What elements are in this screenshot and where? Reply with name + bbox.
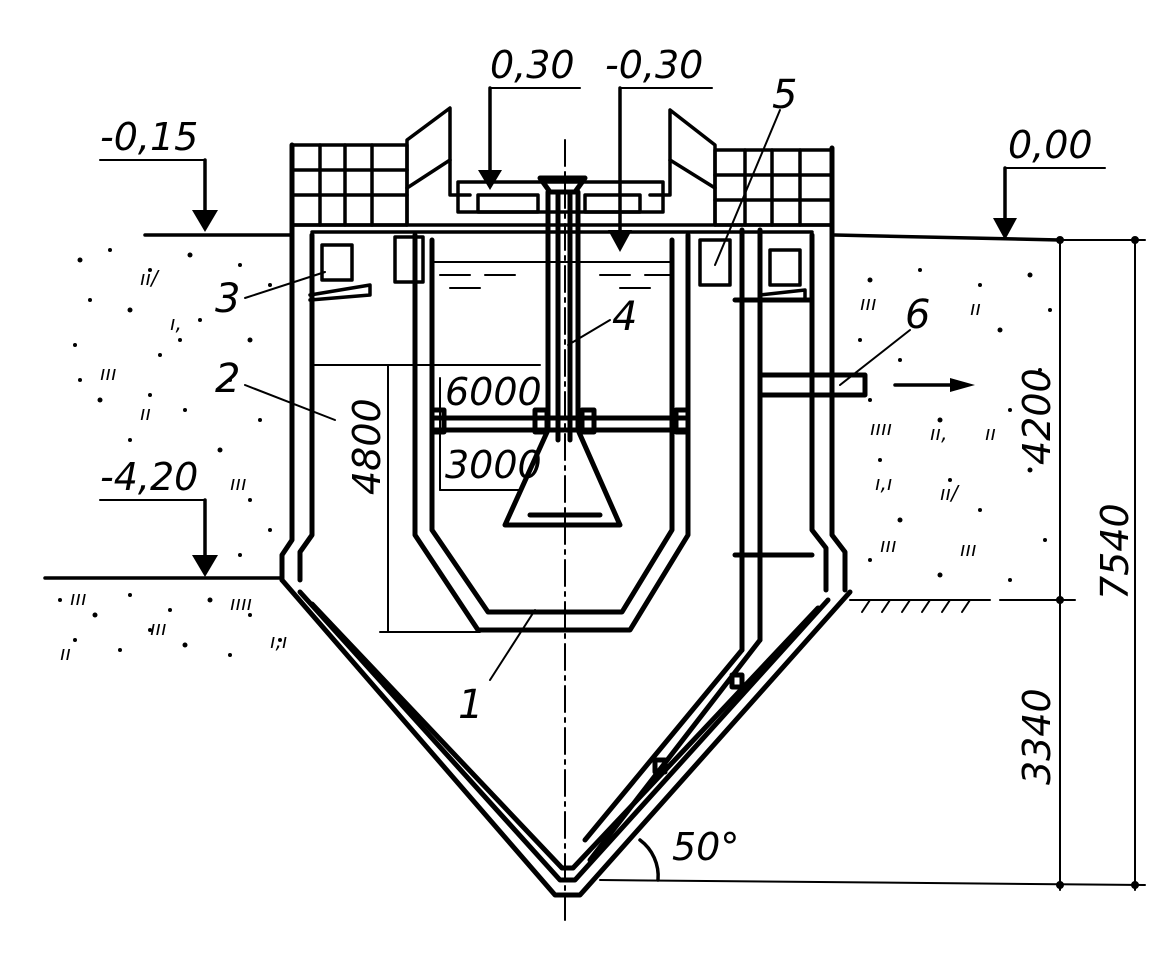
svg-text:ıı/: ıı/	[140, 266, 160, 290]
gutter-right-5	[698, 238, 807, 302]
level-marker-000: 0,00	[993, 123, 1106, 240]
svg-text:ıı,: ıı,	[930, 421, 947, 445]
soil-right	[858, 268, 1052, 582]
dim-label-6000: 6000	[445, 370, 542, 414]
gutter-left-3	[308, 235, 425, 302]
dim-label-3340: 3340	[1015, 688, 1059, 785]
dim-label-7540: 7540	[1093, 503, 1137, 600]
level-label-minus030: -0,30	[605, 43, 703, 87]
soil-right-marks: ııı ıı ıııı ıı, ıı ı,ı ıı/ ııı ııı	[860, 291, 996, 561]
callout-3: 3	[215, 276, 240, 322]
tie-bar	[429, 407, 691, 435]
svg-text:ı,: ı,	[170, 311, 182, 335]
central-pipe-4	[502, 175, 623, 528]
soil-left-upper	[73, 248, 272, 557]
callout-5: 5	[772, 72, 797, 118]
callout-4: 4	[612, 294, 637, 340]
callout-6: 6	[905, 292, 930, 338]
svg-text:ııı: ııı	[230, 471, 247, 495]
level-label-minus015: -0,15	[100, 115, 198, 159]
level-marker-minus030: -0,30	[605, 43, 713, 252]
ground-lines	[43, 233, 1062, 580]
svg-text:ıı: ıı	[140, 401, 151, 425]
angle-label-50: 50°	[672, 825, 739, 869]
water-surface	[431, 261, 673, 289]
level-marker-minus420: -4,20	[99, 455, 218, 577]
callout-2: 2	[215, 356, 240, 402]
svg-text:ıı: ıı	[985, 421, 996, 445]
svg-text:ııı: ııı	[100, 361, 117, 385]
soil-right-base-hatch	[849, 599, 991, 613]
svg-text:ııı: ııı	[860, 291, 877, 315]
svg-text:ııı: ııı	[960, 537, 977, 561]
inner-tank-1	[412, 232, 691, 633]
callout-leaders	[244, 109, 911, 681]
dim-label-4800: 4800	[345, 398, 389, 495]
level-label-minus420: -4,20	[100, 455, 198, 499]
svg-text:ııı: ııı	[70, 586, 87, 610]
dim-4800-line	[311, 364, 541, 633]
svg-text:ıııı: ıııı	[230, 591, 252, 615]
svg-text:ı,ı: ı,ı	[270, 629, 287, 653]
callout-1: 1	[458, 682, 483, 728]
angle-arc	[638, 838, 660, 882]
svg-text:ııı: ııı	[150, 616, 167, 640]
dim-label-4200: 4200	[1015, 368, 1059, 465]
svg-text:ıı/: ıı/	[940, 481, 960, 505]
dim-right-lines	[599, 236, 1146, 891]
outer-tank-wall	[279, 142, 853, 898]
svg-text:ııı: ııı	[880, 533, 897, 557]
svg-text:ıı: ıı	[970, 296, 981, 320]
soil-left-upper-marks: ıı/ ı, ııı ıı ııı	[100, 266, 247, 495]
svg-text:ıııı: ıııı	[870, 416, 892, 440]
level-marker-minus015: -0,15	[99, 115, 218, 232]
level-marker-030: 0,30	[478, 43, 581, 190]
level-label-000: 0,00	[1008, 123, 1093, 167]
dim-6000-3000-lines	[439, 377, 521, 491]
sludge-pipe	[582, 227, 815, 863]
dim-label-3000: 3000	[445, 443, 542, 487]
flow-arrow	[893, 378, 975, 392]
outlet-pipe-6	[757, 372, 868, 398]
soil-left-lower	[58, 593, 282, 657]
svg-text:ı,ı: ı,ı	[875, 471, 892, 495]
svg-text:ıı: ıı	[60, 641, 71, 665]
parapet-right	[648, 108, 834, 227]
soil-left-lower-marks: ııı ııı ıııı ı,ı ıı	[60, 586, 287, 665]
parapet-left	[290, 106, 472, 227]
level-label-030: 0,30	[490, 43, 575, 87]
